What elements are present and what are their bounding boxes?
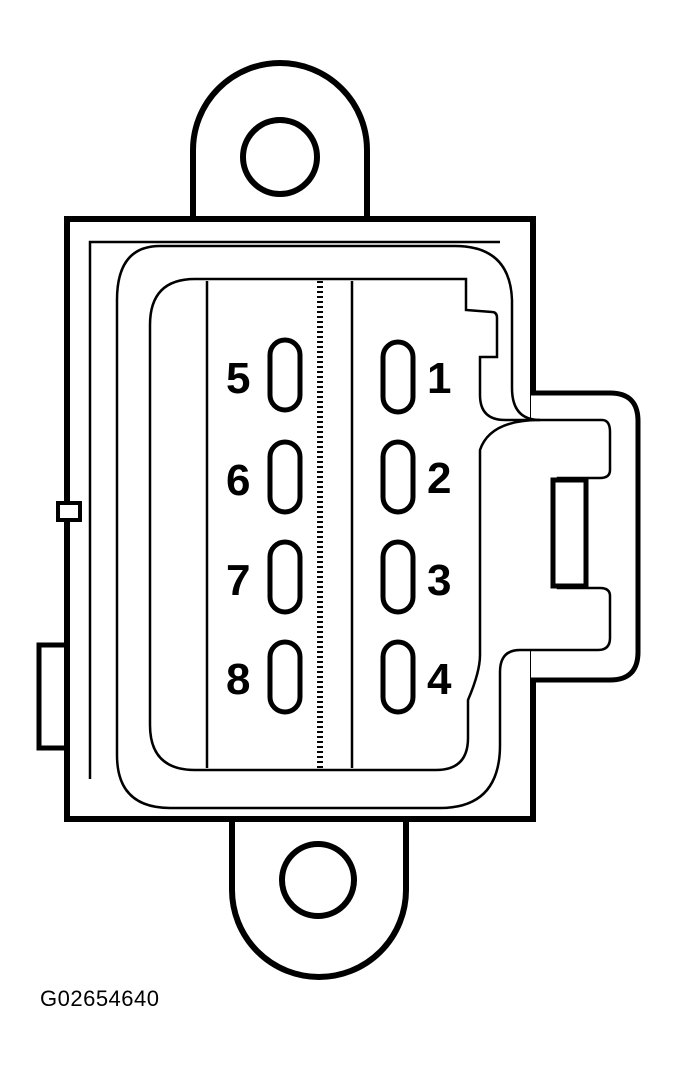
pin-label-7: 7: [226, 556, 250, 605]
pin-slot-4: [380, 639, 416, 715]
top-mounting-ear: [190, 60, 370, 217]
pin-label-8: 8: [226, 655, 250, 704]
pin-slot-6: [267, 439, 303, 515]
locking-bar: [550, 477, 589, 589]
left-side-tab: [36, 642, 71, 751]
pin-slot-8: [267, 639, 303, 715]
figure-code: G02654640: [40, 986, 160, 1011]
pin-slot-5: [267, 337, 303, 413]
pin-label-6: 6: [226, 456, 250, 505]
left-latch-nub: [56, 501, 82, 522]
bottom-mounting-ear: [229, 820, 409, 980]
pin-slot-3: [380, 539, 416, 615]
pin-label-2: 2: [427, 454, 451, 503]
pin-label-1: 1: [427, 354, 451, 403]
top-mounting-hole: [240, 117, 320, 197]
bottom-mounting-hole: [279, 841, 357, 919]
pin-face: [148, 277, 541, 772]
pin-slot-1: [380, 339, 416, 415]
pin-label-4: 4: [427, 655, 452, 704]
pin-slot-2: [380, 439, 416, 515]
housing-inner-edge: [88, 240, 500, 779]
pin-label-3: 3: [427, 556, 451, 605]
pin-slot-7: [267, 539, 303, 615]
pin-label-5: 5: [226, 354, 250, 403]
